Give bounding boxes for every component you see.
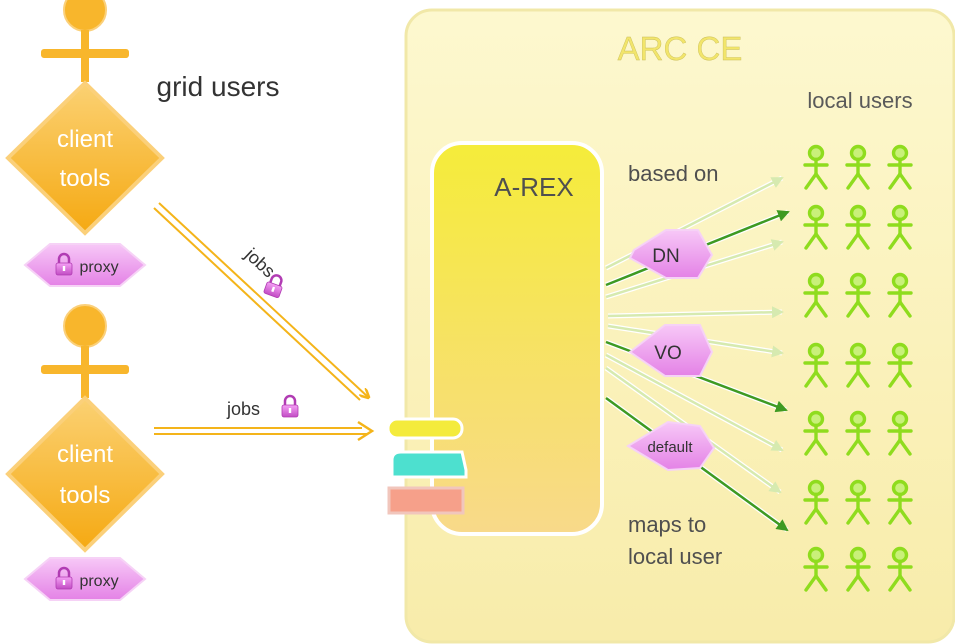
local-users-label: local users: [807, 88, 912, 113]
proxy-badge: [23, 557, 147, 601]
maps-to-line1: maps to: [628, 512, 706, 537]
criterion-dn: DN: [628, 229, 714, 279]
arex-label: A-REX: [494, 172, 573, 202]
arex-box: [430, 141, 604, 536]
criterion-vo-label: VO: [654, 343, 681, 364]
criterion-default: default: [626, 420, 716, 472]
arc-ce-title: ARC CE: [618, 30, 743, 67]
maps-to-line2: local user: [628, 544, 722, 569]
jobs-arrow-1: jobs: [153, 202, 368, 401]
grid-users-label: grid users: [157, 71, 280, 102]
client-tools-line1: client: [57, 126, 113, 153]
proxy-badge: [23, 243, 147, 287]
proxy-label: proxy: [79, 573, 118, 590]
client-1: client tools proxy: [5, 0, 165, 287]
interface-plug-yellow: [386, 417, 464, 440]
person-icon: [40, 0, 130, 83]
client-tools-diamond: [5, 80, 165, 236]
proxy-label: proxy: [79, 259, 118, 276]
criterion-vo: VO: [628, 324, 714, 377]
jobs-label: jobs: [226, 399, 260, 419]
client-tools-line2: tools: [60, 165, 111, 192]
criterion-dn-label: DN: [652, 246, 679, 267]
client-tools-diamond: [5, 395, 165, 553]
client-tools-line2: tools: [60, 482, 111, 509]
based-on-label: based on: [628, 161, 719, 186]
person-icon: [40, 304, 130, 399]
client-2: client tools proxy: [5, 304, 165, 601]
criterion-default-label: default: [647, 439, 693, 456]
client-tools-line1: client: [57, 441, 113, 468]
interface-plug-salmon: [387, 486, 465, 515]
jobs-arrow-2: jobs: [154, 394, 375, 442]
lock-icon: [280, 394, 300, 419]
interface-plug-cyan: [390, 450, 468, 479]
